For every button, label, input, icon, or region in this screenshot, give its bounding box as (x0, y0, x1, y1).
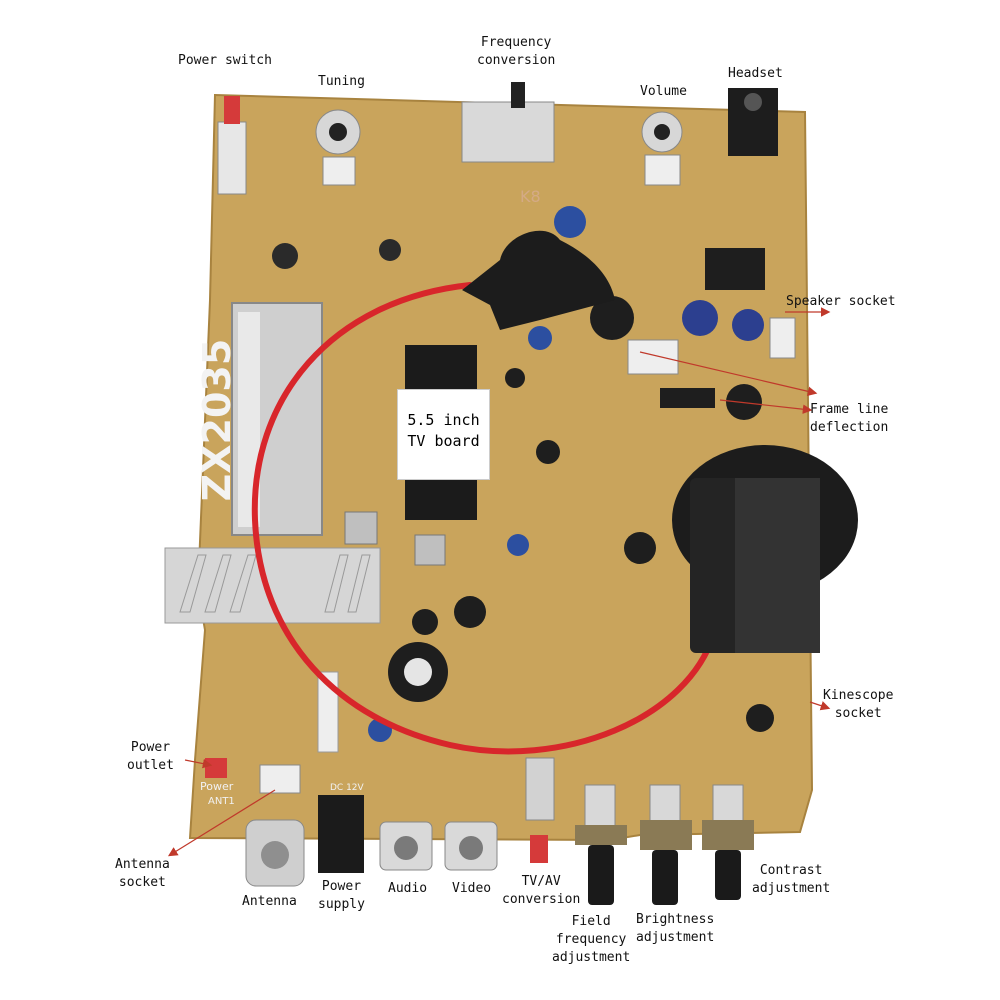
label-power-outlet: Power outlet (127, 739, 174, 775)
label-video: Video (452, 880, 491, 898)
label-audio: Audio (388, 880, 427, 898)
label-headset: Headset (728, 65, 783, 83)
label-kinescope-socket-line-1: Kinescope (823, 688, 894, 703)
bottom-connectors (205, 757, 555, 887)
label-audio-text: Audio (388, 881, 428, 896)
silk-k8: K8 (520, 187, 541, 206)
label-antenna-socket-line-2: socket (118, 875, 166, 890)
label-antenna: Antenna (242, 893, 297, 911)
label-tv-av-conversion-line-1: TV/AV (521, 874, 561, 889)
label-speaker-socket-text: Speaker socket (786, 294, 896, 309)
anode-cap (462, 230, 615, 330)
label-power-outlet-line-1: Power (130, 740, 171, 755)
label-kinescope-socket-line-2: socket (834, 706, 882, 721)
label-field-frequency-line-3: adjustment (552, 950, 631, 965)
label-speaker-socket: Speaker socket (786, 293, 896, 311)
label-power-supply-line-1: Power (321, 879, 362, 894)
label-tv-av-conversion: TV/AV conversion (502, 873, 580, 909)
label-power-switch: Power switch (178, 52, 272, 70)
label-frequency-conversion-line-2: conversion (477, 53, 556, 68)
label-brightness-line-1: Brightness (636, 912, 715, 927)
label-brightness-line-2: adjustment (636, 930, 715, 945)
label-kinescope-socket: Kinescope socket (823, 687, 893, 723)
callout-arrows (167, 307, 831, 857)
label-power-switch-text: Power switch (178, 53, 272, 68)
silk-ant: ANT1 (208, 796, 235, 807)
label-headset-text: Headset (728, 66, 783, 81)
label-video-text: Video (452, 881, 492, 896)
anode-wire (251, 282, 718, 755)
label-field-frequency-line-2: frequency (555, 932, 627, 947)
component-cluster (272, 206, 796, 753)
label-power-supply: Power supply (318, 878, 365, 914)
label-volume: Volume (640, 83, 687, 101)
label-frame-line-deflection: Frame line deflection (810, 401, 888, 437)
label-contrast-line-2: adjustment (752, 881, 831, 896)
silk-dc: DC 12V (330, 783, 365, 793)
label-antenna-socket: Antenna socket (115, 856, 170, 892)
label-volume-text: Volume (640, 84, 687, 99)
label-field-frequency-line-1: Field (571, 914, 611, 929)
adjustment-pots (575, 784, 754, 905)
label-frequency-conversion: Frequency conversion (477, 34, 555, 70)
label-contrast-line-1: Contrast (759, 863, 823, 878)
label-contrast-adjustment: Contrast adjustment (752, 862, 830, 898)
label-frame-line-deflection-line-1: Frame line (810, 402, 889, 417)
frequency-switch (461, 101, 555, 163)
board-center-label: 5.5 inch TV board (397, 389, 490, 480)
label-power-supply-line-2: supply (318, 897, 365, 912)
heatsink (164, 547, 381, 624)
label-power-outlet-line-2: outlet (127, 758, 174, 773)
label-antenna-socket-line-1: Antenna (115, 857, 170, 872)
center-label-line-2: TV board (407, 432, 480, 450)
power-switch-component (217, 121, 247, 195)
label-frequency-conversion-line-1: Frequency (480, 35, 552, 50)
label-field-frequency-adjustment: Field frequency adjustment (552, 913, 630, 967)
label-tuning-text: Tuning (318, 74, 365, 89)
label-brightness-adjustment: Brightness adjustment (636, 911, 714, 947)
label-tv-av-conversion-line-2: conversion (502, 892, 581, 907)
silk-power: Power (200, 780, 234, 793)
label-tuning: Tuning (318, 73, 365, 91)
flyback-transformer (672, 445, 858, 653)
board-model-text: ZX2035 (195, 339, 239, 502)
label-antenna-text: Antenna (242, 894, 297, 909)
label-frame-line-deflection-line-2: deflection (810, 420, 889, 435)
center-label-line-1: 5.5 inch (407, 411, 480, 429)
